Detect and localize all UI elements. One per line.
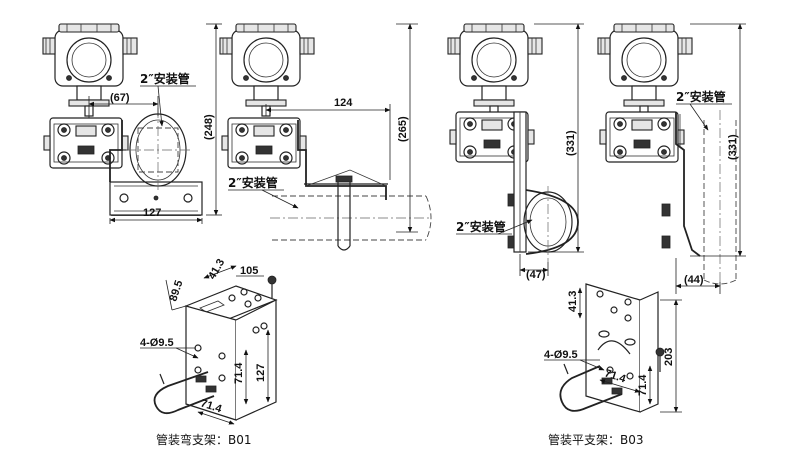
b01-dim-d: 127 <box>255 364 267 382</box>
b01-dim-b: 41.3 <box>206 257 227 282</box>
view-2-pipe-label: 2″安装管 <box>228 175 278 190</box>
view-1-dim-bottom: 127 <box>143 207 161 219</box>
view-4-dim-side: (331) <box>727 134 739 160</box>
view-3-flat-bracket-side-pipe: (331) (47) 2″安装管 <box>447 23 584 281</box>
b01-dim-holes: 4-Ø9.5 <box>140 337 174 349</box>
view-4-flat-bracket-rear-pipe: (331) (44) 2″安装管 <box>597 23 746 294</box>
view-3-dim-bottom: (47) <box>526 269 546 281</box>
view-3-pipe-label: 2″安装管 <box>456 219 506 234</box>
view-3-dim-side: (331) <box>565 130 577 156</box>
bracket-b01-isometric: 89.5 41.3 105 4-Ø9.5 127 71.4 71.4 <box>140 257 278 425</box>
b03-dim-holes: 4-Ø9.5 <box>544 349 578 361</box>
view-2-dim-top: 124 <box>334 97 353 109</box>
b03-dim-d: 203 <box>663 348 675 366</box>
b01-dim-a: 89.5 <box>167 279 185 303</box>
view-1-dim-top: (67) <box>110 92 130 104</box>
b03-dim-c: 71.4 <box>637 374 649 396</box>
b03-caption: 管装平支架：B03 <box>548 432 644 447</box>
b03-dim-a: 41.3 <box>567 291 579 312</box>
view-2-bent-bracket-horizontal-pipe: 124 (265) 2″安装管 <box>219 23 432 251</box>
view-4-dim-bottom: (44) <box>684 274 704 286</box>
b01-dim-c: 105 <box>240 265 258 277</box>
view-1-dim-side: (248) <box>203 114 215 140</box>
bracket-b03-isometric: 41.3 4-Ø9.5 71.4 71.4 203 <box>544 283 682 413</box>
view-4-pipe-label: 2″安装管 <box>676 89 726 104</box>
b01-caption: 管装弯支架：B01 <box>156 432 252 447</box>
view-2-dim-side: (265) <box>397 116 409 142</box>
b01-dim-e: 71.4 <box>233 362 245 384</box>
view-1-bent-bracket-vertical-pipe: (67) (248) 127 2″安装管 <box>42 23 222 224</box>
view-1-pipe-label: 2″安装管 <box>140 71 190 86</box>
